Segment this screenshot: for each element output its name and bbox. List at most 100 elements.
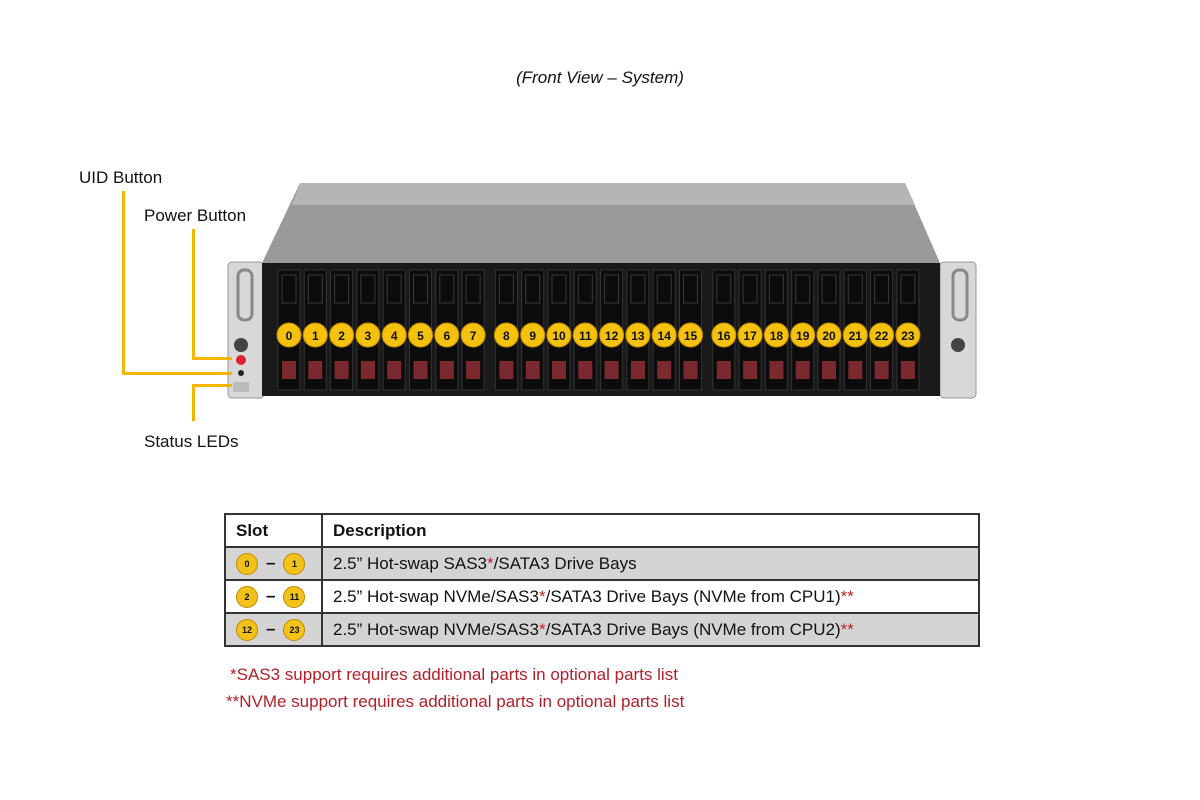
- bay-number-badge: [790, 322, 816, 348]
- bay-number-badge: [895, 322, 921, 348]
- bay-number-badge: [763, 322, 789, 348]
- drive-bay[interactable]: 13: [625, 269, 651, 391]
- drive-bay[interactable]: 23: [895, 269, 921, 391]
- drive-bay[interactable]: 6: [434, 269, 460, 391]
- drive-release-latch: [657, 361, 672, 379]
- drive-bay[interactable]: 2: [329, 269, 355, 391]
- drive-release-latch: [769, 361, 784, 379]
- drive-bay[interactable]: 8: [493, 269, 519, 391]
- bay-number-badge: [493, 322, 519, 348]
- power-button-glyph: [236, 355, 246, 365]
- bay-number: 12: [605, 329, 619, 343]
- drive-release-latch: [552, 361, 566, 379]
- drive-bay[interactable]: 11: [572, 269, 598, 391]
- drive-release-latch: [874, 361, 889, 379]
- drive-bay[interactable]: 21: [842, 269, 868, 391]
- header-description: Description: [321, 513, 980, 548]
- slot-badge: 1: [283, 552, 306, 575]
- drive-bay[interactable]: 18: [763, 269, 789, 391]
- bay-number: 14: [658, 329, 672, 343]
- drive-release-latch: [900, 361, 915, 379]
- status-leds-label: Status LEDs: [144, 432, 239, 451]
- slot-badge: 2: [236, 585, 258, 608]
- drive-release-latch: [822, 361, 836, 379]
- thumbscrew: [234, 338, 248, 352]
- drive-release-latch: [308, 361, 323, 379]
- bay-number: 16: [717, 329, 731, 343]
- bay-number-badge: [460, 322, 486, 348]
- drive-release-latch: [525, 361, 540, 379]
- bay-number-badge: [546, 322, 572, 348]
- bay-number-badge: [276, 322, 302, 348]
- power-leader-line: [192, 229, 195, 359]
- right-rack-ear: [939, 261, 977, 399]
- drive-bay[interactable]: 22: [869, 269, 895, 391]
- bay-number: 5: [417, 329, 424, 343]
- drive-bay[interactable]: 19: [790, 269, 816, 391]
- bay-number: 15: [684, 329, 698, 343]
- figure-title: (Front View – System): [516, 68, 684, 87]
- bay-number: 2: [338, 329, 345, 343]
- bay-number: 4: [391, 329, 398, 343]
- drive-bay[interactable]: 10: [546, 269, 572, 391]
- bay-number: 8: [503, 329, 510, 343]
- bay-number: 22: [875, 329, 889, 343]
- drive-release-latch: [848, 361, 863, 379]
- drive-bay[interactable]: 16: [711, 269, 737, 391]
- drive-bay[interactable]: 3: [355, 269, 381, 391]
- drive-bay[interactable]: 12: [599, 269, 625, 391]
- power-button-label: Power Button: [144, 206, 247, 225]
- drive-release-latch: [499, 361, 514, 379]
- bay-number-badge: [816, 322, 842, 348]
- nvme-footnote: **NVMe support requires additional parts…: [226, 692, 685, 711]
- bay-number-badge: [711, 322, 737, 348]
- bay-number-badge: [842, 322, 868, 348]
- drive-bay[interactable]: 15: [678, 269, 703, 391]
- drive-release-latch: [630, 361, 645, 379]
- bay-number: 13: [631, 329, 645, 343]
- sas3-footnote: *SAS3 support requires additional parts …: [230, 665, 678, 684]
- bay-number-badge: [329, 322, 355, 348]
- drive-bay[interactable]: 17: [737, 269, 763, 391]
- drive-bay[interactable]: 9: [520, 269, 546, 391]
- bay-number-badge: [302, 322, 328, 348]
- drive-release-latch: [387, 361, 402, 379]
- drive-bay[interactable]: 0: [276, 269, 302, 391]
- bay-number: 17: [743, 329, 757, 343]
- bay-number-badge: [408, 322, 433, 348]
- bay-number-badge: [572, 322, 598, 348]
- bay-number: 1: [312, 329, 319, 343]
- drive-bay[interactable]: 5: [408, 269, 433, 391]
- header-slot: Slot: [224, 513, 323, 548]
- drive-bay[interactable]: 4: [381, 269, 407, 391]
- left-handle: [236, 268, 254, 322]
- slot-badge: 12: [236, 618, 258, 641]
- bay-number: 21: [849, 329, 863, 343]
- drive-release-latch: [282, 361, 296, 379]
- uid-button-glyph: [238, 370, 244, 376]
- right-handle: [951, 268, 969, 322]
- bay-number-badge: [651, 322, 677, 348]
- drive-release-latch: [683, 361, 698, 379]
- drive-bay[interactable]: 7: [460, 269, 486, 391]
- bay-number-badge: [625, 322, 651, 348]
- bay-number-badge: [355, 322, 381, 348]
- bay-number-badge: [381, 322, 407, 348]
- drive-release-latch: [413, 361, 428, 379]
- bay-number: 18: [770, 329, 784, 343]
- bay-number: 9: [529, 329, 536, 343]
- bay-number-badge: [434, 322, 460, 348]
- drive-release-latch: [578, 361, 593, 379]
- bay-number-badge: [869, 322, 895, 348]
- drive-bay[interactable]: 14: [651, 269, 677, 391]
- bay-number: 0: [286, 329, 293, 343]
- slot-badge: 0: [236, 552, 258, 575]
- drive-bay[interactable]: 20: [816, 269, 842, 391]
- drive-release-latch: [360, 361, 375, 379]
- bay-number: 7: [470, 329, 477, 343]
- drive-bay[interactable]: 1: [302, 269, 328, 391]
- bay-number-badge: [678, 322, 703, 348]
